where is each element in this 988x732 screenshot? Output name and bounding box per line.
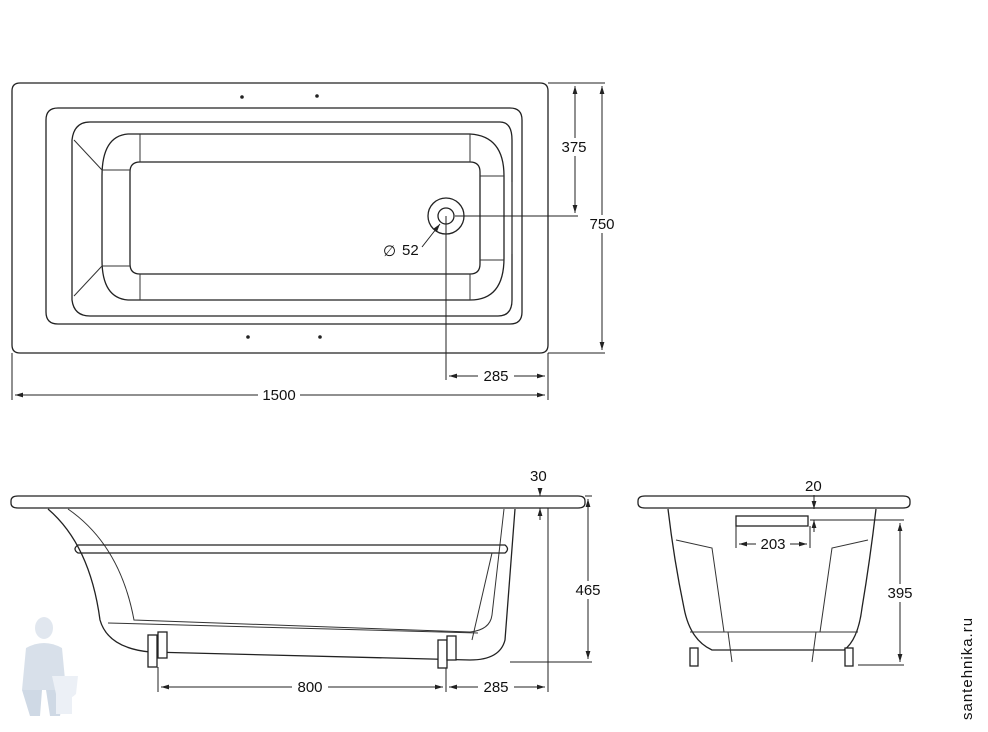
dim-52-label: 52	[402, 242, 419, 259]
end-view: 20 203 395	[637, 478, 918, 667]
side-view-inner-contour	[67, 508, 505, 633]
top-view-inner-rim	[45, 107, 523, 325]
dim-30-label: 30	[530, 468, 547, 485]
mounting-hole	[315, 94, 319, 98]
dim-800-label: 800	[297, 679, 322, 696]
headrest-line	[73, 265, 103, 297]
plumber-mascot-icon	[22, 617, 78, 716]
end-view-inner-contour	[675, 539, 869, 633]
top-view-outer-rim	[11, 82, 549, 354]
foot-right	[437, 635, 457, 669]
dim-285-bottom-label: 285	[483, 679, 508, 696]
end-view-rim	[637, 495, 911, 509]
overflow-box	[735, 515, 809, 527]
side-view-panel-line	[471, 552, 493, 641]
watermark-text: santehnika.ru	[959, 617, 976, 720]
mounting-hole	[240, 95, 244, 99]
dim-203-label: 203	[760, 536, 785, 553]
top-view: 375 750 ∅ 52 285 1500	[11, 82, 620, 404]
side-view: 30 465 800 285	[10, 468, 606, 696]
dim-465-label: 465	[575, 582, 600, 599]
dim-750-label: 750	[589, 216, 614, 233]
foot-left	[147, 631, 168, 668]
end-view-bottom-line	[811, 631, 817, 663]
top-view-basin-floor-outer	[101, 133, 505, 301]
headrest-line	[73, 139, 103, 171]
dim-1500-label: 1500	[262, 387, 295, 404]
side-view-rim	[10, 495, 586, 509]
top-view-basin-outline	[71, 121, 513, 317]
diameter-leader	[421, 223, 441, 248]
dim-375-label: 375	[561, 139, 586, 156]
mounting-hole	[318, 335, 322, 339]
side-view-panel-line	[107, 622, 479, 634]
dim-395-label: 395	[887, 585, 912, 602]
side-view-ledge	[74, 544, 509, 554]
end-view-body	[667, 508, 877, 651]
end-foot-left	[689, 647, 699, 667]
diameter-symbol: ∅	[383, 243, 396, 260]
end-view-bottom-line	[727, 631, 733, 663]
dim-285-top-label: 285	[483, 368, 508, 385]
end-foot-right	[844, 647, 854, 667]
dim-20-label: 20	[805, 478, 822, 495]
mounting-hole	[246, 335, 250, 339]
side-view-body	[47, 508, 516, 661]
